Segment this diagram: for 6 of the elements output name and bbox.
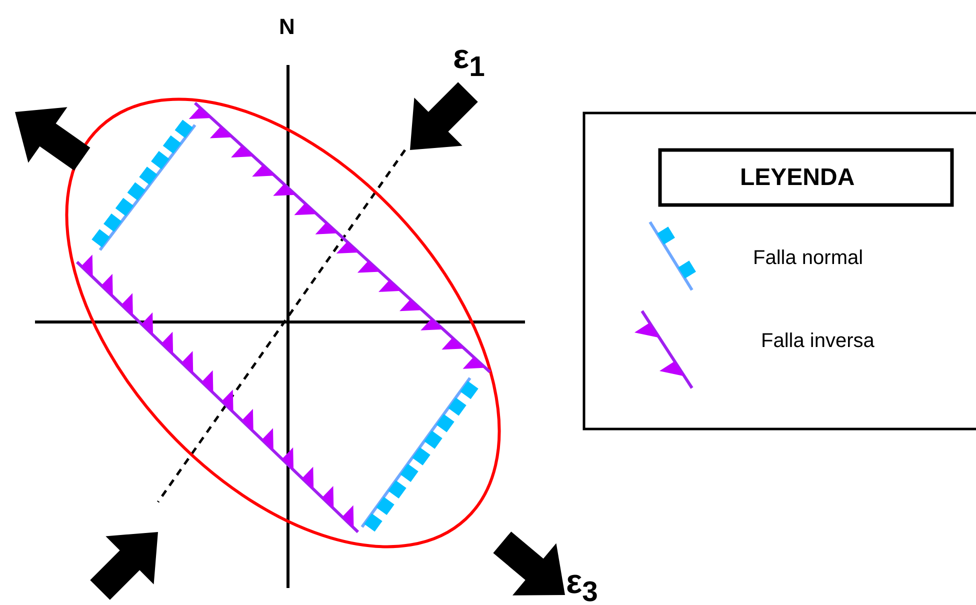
north-label: N xyxy=(279,14,295,40)
strain-axis-label: ε$_{3}$ xyxy=(566,563,598,605)
legend-title: LEYENDA xyxy=(740,164,855,192)
legend-label: Falla inversa xyxy=(761,330,874,353)
strain-axis-label: ε$_{1}$ xyxy=(453,38,485,84)
legend-label: Falla normal xyxy=(753,247,864,270)
